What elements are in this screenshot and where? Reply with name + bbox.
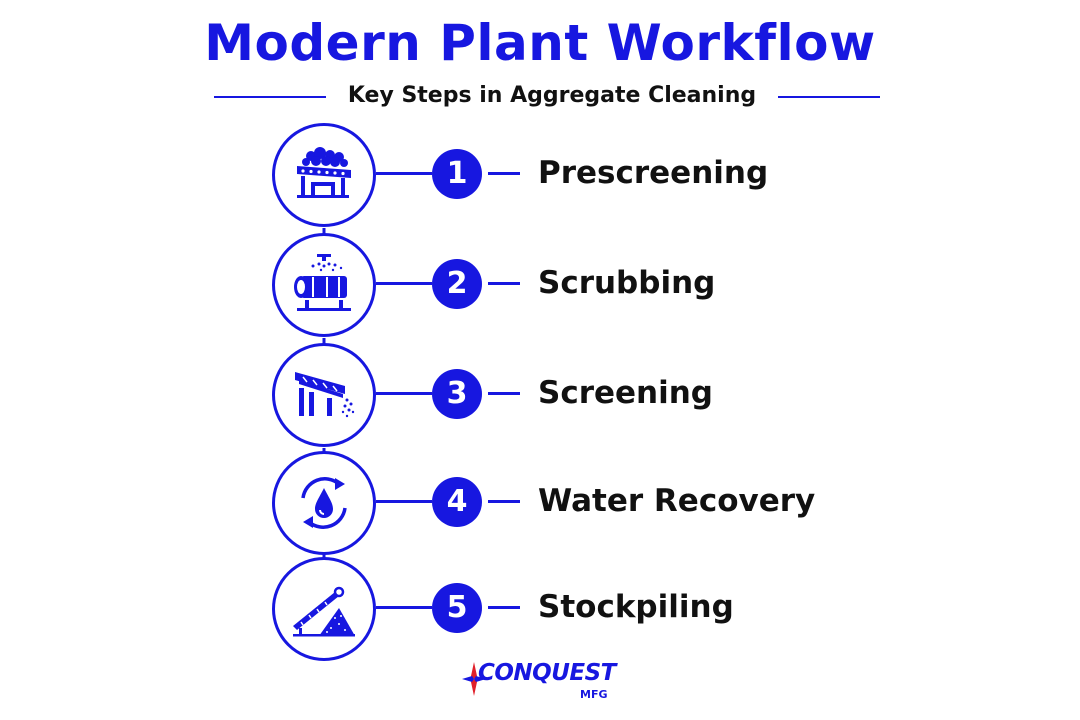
step-2-connector xyxy=(376,282,432,285)
page-subtitle: Key Steps in Aggregate Cleaning xyxy=(347,83,757,108)
step-1-label: Prescreening xyxy=(538,155,769,191)
workflow-step-4: 4 Water Recovery xyxy=(0,448,1080,558)
subtitle-rule-left xyxy=(214,96,326,98)
vibrating-screen-icon xyxy=(295,372,355,418)
step-4-connector xyxy=(376,500,432,503)
step-2-dash xyxy=(488,282,520,285)
logo-wordmark: CONQUEST xyxy=(478,660,616,686)
workflow-step-3: 3 Screening xyxy=(0,340,1080,450)
step-3-number-badge: 3 xyxy=(432,369,482,419)
step-1-connector xyxy=(376,172,432,175)
step-4-dash xyxy=(488,500,520,503)
page-title: Modern Plant Workflow xyxy=(204,14,876,72)
step-5-connector xyxy=(376,606,432,609)
step-4-label: Water Recovery xyxy=(538,483,816,519)
step-3-connector xyxy=(376,392,432,395)
prescreening-feeder-icon xyxy=(297,147,351,198)
workflow-step-5: 5 Stockpiling xyxy=(0,554,1080,664)
workflow-step-2: 2 Scrubbing xyxy=(0,230,1080,340)
compass-star-icon xyxy=(462,662,486,696)
step-2-number-badge: 2 xyxy=(432,259,482,309)
step-3-dash xyxy=(488,392,520,395)
step-1-dash xyxy=(488,172,520,175)
step-3-icon-circle xyxy=(272,343,376,447)
step-1-number-badge: 1 xyxy=(432,149,482,199)
conveyor-stockpile-icon xyxy=(293,586,355,637)
step-5-number-badge: 5 xyxy=(432,583,482,633)
water-recycle-icon xyxy=(301,477,347,529)
workflow-step-1: 1 Prescreening xyxy=(0,120,1080,230)
step-3-label: Screening xyxy=(538,375,713,411)
subtitle-rule-right xyxy=(778,96,880,98)
step-5-label: Stockpiling xyxy=(538,589,734,625)
subtitle-row: Key Steps in Aggregate Cleaning xyxy=(214,80,880,112)
step-2-label: Scrubbing xyxy=(538,265,716,301)
logo-subtext: MFG xyxy=(580,688,608,701)
step-2-icon-circle xyxy=(272,233,376,337)
scrubber-drum-icon xyxy=(294,254,351,311)
step-4-icon-circle xyxy=(272,451,376,555)
step-4-number-badge: 4 xyxy=(432,477,482,527)
conquest-logo: CONQUEST MFG xyxy=(456,658,626,708)
step-5-dash xyxy=(488,606,520,609)
step-1-icon-circle xyxy=(272,123,376,227)
step-5-icon-circle xyxy=(272,557,376,661)
